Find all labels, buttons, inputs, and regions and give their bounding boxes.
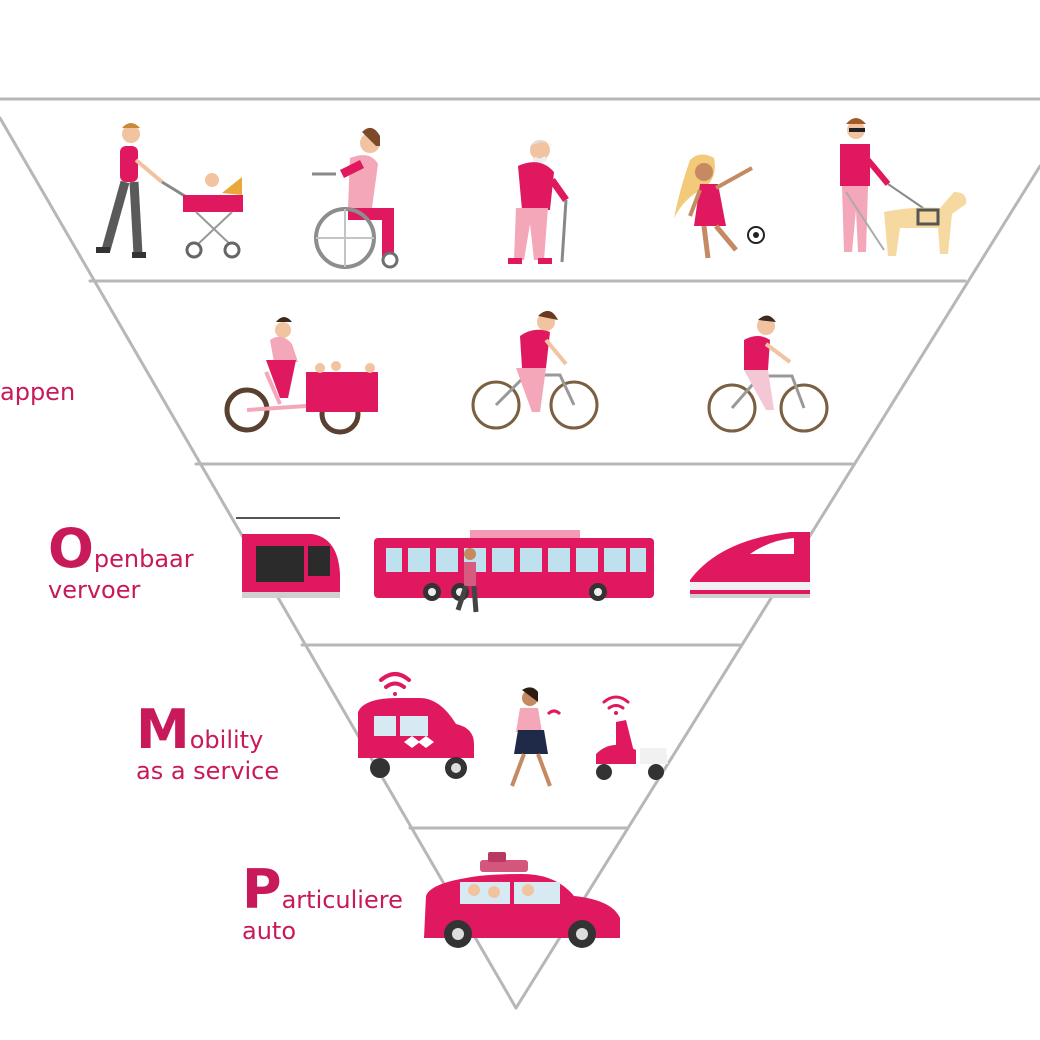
private-car-icon (424, 852, 620, 948)
shared-scooter-icon (596, 720, 668, 780)
cyclist-woman-icon (471, 310, 599, 430)
label-openbaar-letter: O (48, 517, 94, 580)
shared-car-icon (358, 698, 474, 779)
cyclist-man-icon (707, 315, 829, 433)
row-maas (358, 672, 668, 787)
label-fietsen-line1: appen (0, 378, 76, 406)
wifi-small-icon (602, 695, 630, 715)
label-particuliere-line1: articuliere (281, 886, 403, 914)
person-with-stroller-icon (96, 123, 243, 259)
row-private-car (424, 852, 620, 948)
blind-person-with-guide-dog-icon (840, 118, 967, 256)
elderly-person-with-cane-icon (508, 140, 569, 264)
cargo-bike-icon (224, 317, 378, 435)
label-mobility-line2: as a service (136, 757, 280, 785)
label-mobility-as-a-service: Mobility as a service (136, 703, 280, 787)
row-public-transport (236, 517, 810, 613)
label-mobility-line1: obility (189, 726, 264, 754)
label-particuliere-auto: Particuliere auto (242, 863, 403, 947)
label-particuliere-letter: P (242, 858, 282, 921)
row-cycling (224, 310, 829, 435)
label-fietsen: appen (0, 377, 75, 408)
wifi-icon (379, 672, 411, 696)
row-walking (96, 118, 967, 269)
label-openbaar-line2: vervoer (48, 576, 141, 604)
tram-icon (236, 517, 340, 598)
label-particuliere-line2: auto (242, 917, 297, 945)
label-openbaar-line1: penbaar (93, 545, 194, 573)
label-mobility-letter: M (136, 698, 190, 761)
child-playing-football-icon (674, 154, 765, 259)
woman-with-phone-icon (510, 687, 562, 787)
bus-icon (374, 530, 654, 601)
wheelchair-user-icon (312, 127, 399, 269)
label-openbaar-vervoer: Openbaar vervoer (48, 522, 194, 606)
high-speed-train-icon (690, 532, 810, 598)
pedestrian-icon (455, 548, 479, 613)
